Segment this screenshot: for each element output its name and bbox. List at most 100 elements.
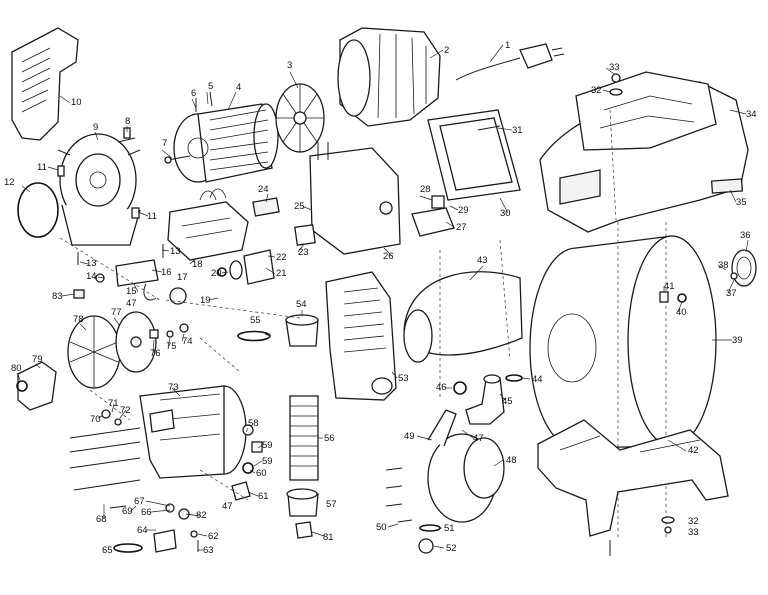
- part-2-housing-cover: [337, 27, 441, 127]
- callout-67: 67: [134, 496, 145, 507]
- leader-line-57: [245, 427, 249, 433]
- callout-72: 72: [120, 405, 131, 416]
- part-30-panel: [427, 109, 521, 201]
- callout-4: 4: [236, 82, 241, 93]
- callout-34: 34: [746, 109, 757, 120]
- leader-line-49: [416, 435, 433, 441]
- callout-53: 53: [398, 373, 409, 384]
- leader-line-33: [605, 67, 615, 75]
- callout-22: 22: [276, 252, 287, 263]
- leader-line-14: [79, 261, 89, 265]
- leader-line-55: [264, 333, 271, 337]
- leader-line-70: [97, 415, 103, 419]
- top-nut-washer: [609, 73, 623, 96]
- leader-line-24: [265, 193, 269, 203]
- leader-line-23: [297, 243, 305, 253]
- part-3-fan: [275, 83, 325, 153]
- leader-line-37: [727, 279, 735, 294]
- leader-line-18: [189, 257, 197, 265]
- callout-13a: 13: [170, 246, 181, 257]
- callout-28: 28: [420, 184, 431, 195]
- callout-40: 40: [676, 307, 687, 318]
- leader-line-31: [497, 127, 513, 131]
- callout-3: 3: [287, 60, 292, 71]
- callout-36: 36: [740, 230, 751, 241]
- leader-line-76: [152, 339, 155, 354]
- leader-line-9: [59, 95, 71, 104]
- callout-30: 30: [500, 208, 511, 219]
- callout-60: 60: [256, 468, 267, 479]
- callout-37: 37: [726, 288, 737, 299]
- leader-line-17: [151, 269, 163, 273]
- callout-19: 19: [200, 295, 211, 306]
- callout-31: 31: [512, 125, 523, 136]
- callout-29: 29: [458, 205, 469, 216]
- part-21-pressure-switch: [217, 249, 275, 285]
- part-1-power-cord: [455, 43, 565, 81]
- small-parts-74-76: [149, 323, 189, 339]
- callout-42: 42: [688, 445, 699, 456]
- callout-69: 69: [122, 506, 133, 517]
- leader-line-82: [185, 513, 201, 517]
- part-53-side-shroud: [325, 271, 397, 401]
- callout-7: 7: [162, 138, 167, 149]
- leader-line-22: [267, 255, 276, 258]
- callout-52: 52: [446, 543, 457, 554]
- leader-line-15: [97, 276, 105, 279]
- callout-61: 61: [258, 491, 269, 502]
- leader-line-67: [145, 500, 171, 507]
- leader-line-28: [419, 195, 433, 201]
- callout-57: 57: [326, 499, 337, 510]
- leader-line-42: [667, 439, 687, 452]
- leader-line-2: [289, 71, 299, 89]
- callout-78: 78: [73, 314, 84, 325]
- leader-line-83: [61, 293, 75, 297]
- part-39-pressure-tank: [529, 222, 717, 540]
- leader-line-50: [387, 523, 399, 528]
- callout-56: 56: [324, 433, 335, 444]
- leader-line-73: [171, 387, 181, 397]
- callout-33b: 33: [688, 527, 699, 538]
- leader-line-34: [729, 109, 747, 115]
- callout-76: 76: [150, 348, 161, 359]
- motor-screws: [164, 91, 213, 164]
- part-78-diffuser: [16, 311, 157, 411]
- callout-33a: 33: [609, 62, 620, 73]
- leader-line-74: [181, 333, 185, 342]
- callout-35: 35: [736, 197, 747, 208]
- leader-line-53: [391, 371, 398, 379]
- callout-79: 79: [32, 354, 43, 365]
- callout-24: 24: [258, 184, 269, 195]
- part-45-elbow: [465, 374, 505, 425]
- assembly-guide-lines: [59, 109, 617, 501]
- callout-2: 2: [444, 45, 449, 56]
- leader-line-12: [21, 185, 31, 193]
- leader-line-32: [602, 89, 611, 93]
- leader-line-0: [489, 44, 504, 63]
- callout-11a: 11: [37, 162, 47, 173]
- callout-48: 48: [506, 455, 517, 466]
- callout-labels: 1 2 3 4 5 6 7 8 9 10 11 11 12 13 13 14 1…: [4, 40, 757, 556]
- callout-32b: 32: [688, 516, 699, 527]
- leader-line-27: [445, 221, 455, 228]
- leader-line-30: [499, 197, 509, 214]
- callout-17: 17: [177, 272, 188, 283]
- callout-82: 82: [196, 510, 207, 521]
- leader-line-47: [461, 429, 474, 439]
- callout-21: 21: [276, 268, 287, 279]
- part-26-control-frame: [294, 142, 401, 255]
- part-9-motor-flange: [57, 133, 141, 246]
- callout-65: 65: [102, 545, 113, 556]
- callout-51: 51: [444, 523, 455, 534]
- part-42-base-stand: [537, 419, 729, 537]
- leader-line-43: [469, 265, 484, 281]
- leader-line-1: [429, 49, 444, 59]
- part-36-pressure-gauge: [730, 249, 757, 287]
- leader-line-61: [247, 491, 259, 497]
- leader-line-59: [253, 460, 263, 467]
- part-35-label-plate: [710, 178, 744, 194]
- callout-74: 74: [182, 336, 193, 347]
- callout-47b: 47: [126, 298, 137, 309]
- callout-64: 64: [137, 525, 148, 536]
